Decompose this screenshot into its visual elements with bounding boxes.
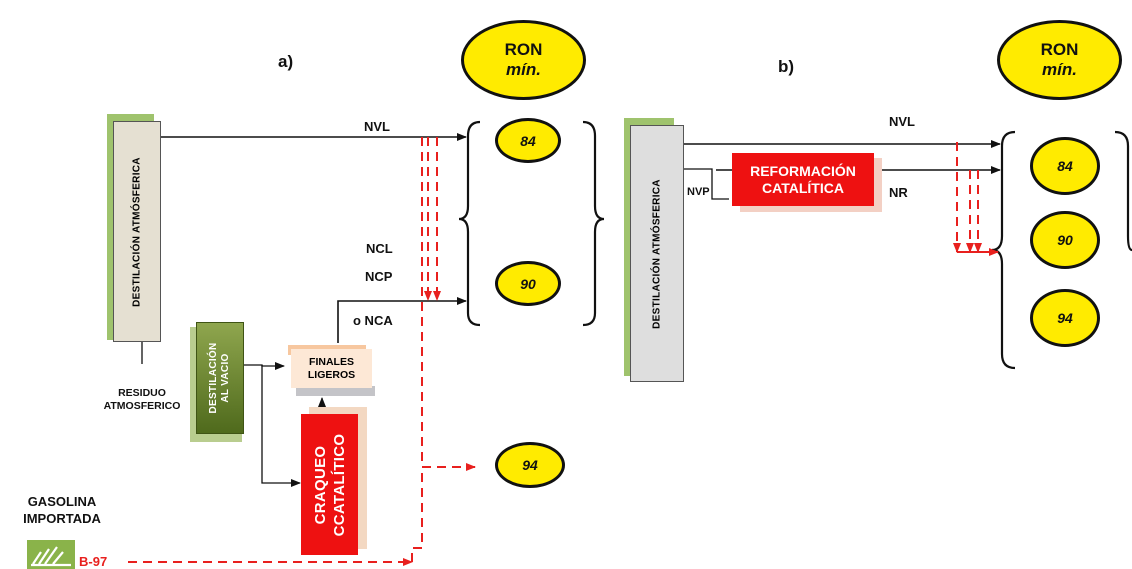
vacuum-to-cracking (261, 365, 301, 487)
right-brace-b (1114, 130, 1132, 252)
atmospheric-label: DESTILACIÓN ATMÓSFERICA (651, 178, 663, 329)
reforming-unit: REFORMACIÓN CATALÍTICA (732, 153, 874, 206)
stream-ncl: NCL (366, 241, 393, 256)
dashed-main-down (421, 137, 476, 471)
ron-min-label: mín. (1042, 60, 1077, 79)
vacuum-column: DESTILACIÓN AL VACIO (196, 322, 244, 434)
nvp-line (684, 168, 729, 200)
b97-label: B-97 (79, 554, 108, 569)
ron-header-b: RON mín. (997, 20, 1122, 100)
stream-nvl-b: NVL (889, 114, 915, 129)
stream-nvp: NVP (687, 186, 710, 198)
cracking-label: CRAQUEO CCATALÍTICO (311, 433, 349, 536)
dashed-b97-up (411, 467, 423, 562)
ron-title: RON (504, 40, 543, 59)
stream-nvl-a: NVL (364, 119, 390, 134)
finales-shadow-bottom (296, 386, 375, 396)
finales-label-line2: LIGEROS (307, 368, 356, 381)
residuo-label: RESIDUO ATMOSFERICO (92, 387, 192, 413)
ron-84-oval: 84 (495, 118, 561, 163)
atmospheric-column-b: DESTILACIÓN ATMÓSFERICA (630, 125, 684, 382)
ron-84-oval: 84 (1030, 137, 1100, 195)
ron-94-oval: 94 (1030, 289, 1100, 347)
ron-90-oval: 90 (1030, 211, 1100, 269)
atmospheric-label: DESTILACIÓN ATMÓSFERICA (131, 156, 143, 307)
finales-label-line1: FINALES (309, 355, 354, 368)
cracking-label-line2: CCATALÍTICO (330, 433, 348, 536)
stream-nr: NR (889, 185, 908, 200)
left-brace-a (458, 120, 481, 327)
finales-ligeros-box: FINALES LIGEROS (291, 349, 372, 388)
vacuum-label-line1: DESTILACIÓN (208, 342, 219, 414)
left-brace-b (991, 130, 1016, 370)
vacuum-to-finales (244, 362, 285, 370)
residuo-line2: ATMOSFERICO (103, 400, 181, 412)
residuo-line1: RESIDUO (118, 387, 166, 399)
imported-line2: IMPORTADA (23, 511, 101, 526)
nca-line (337, 297, 467, 343)
ron-94-oval: 94 (495, 442, 565, 488)
panel-a-label: a) (278, 52, 294, 71)
imported-gasoline-label: GASOLINA IMPORTADA (12, 493, 112, 527)
atmospheric-column-a: DESTILACIÓN ATMÓSFERICA (113, 121, 161, 342)
ron-header-a: RON mín. (461, 20, 586, 100)
vacuum-label-line2: AL VACIO (220, 353, 231, 403)
ron-90-oval: 90 (495, 261, 561, 306)
ship-icon (27, 540, 75, 569)
finales-label: FINALES LIGEROS (308, 356, 355, 382)
reforming-label-line1: REFORMACIÓN (750, 162, 856, 179)
ron-min-label: mín. (506, 60, 541, 79)
imported-line1: GASOLINA (27, 494, 97, 509)
cracking-unit: CRAQUEO CCATALÍTICO (301, 414, 358, 555)
cracking-label-line1: CRAQUEO (311, 445, 329, 524)
vacuum-label: DESTILACIÓN AL VACIO (208, 342, 232, 413)
ron-title: RON (1040, 40, 1079, 59)
right-brace-a (582, 120, 605, 327)
stream-nca: o NCA (353, 313, 393, 328)
stream-ncp: NCP (365, 269, 393, 284)
panel-b-label: b) (778, 57, 795, 76)
reforming-label: REFORMACIÓN CATALÍTICA (750, 163, 856, 197)
reforming-label-line2: CATALÍTICA (762, 179, 844, 196)
